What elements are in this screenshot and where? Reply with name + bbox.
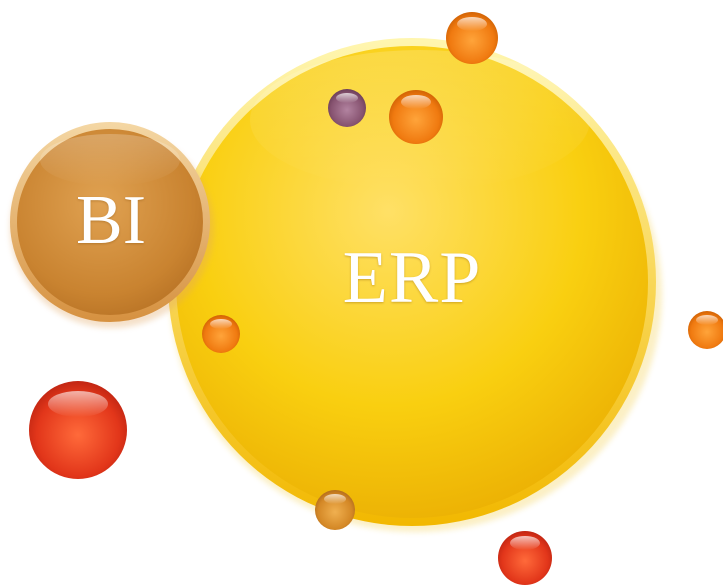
decorative-ball [328, 89, 366, 127]
bi-label: BI [76, 182, 146, 259]
decorative-ball [688, 311, 723, 349]
decorative-ball [446, 12, 498, 64]
decorative-ball [315, 490, 355, 530]
bi-circle [10, 122, 214, 328]
erp-label: ERP [342, 237, 482, 319]
decorative-ball [29, 381, 127, 479]
decorative-ball [202, 315, 240, 353]
decorative-ball [498, 531, 552, 585]
decorative-ball [389, 90, 443, 144]
